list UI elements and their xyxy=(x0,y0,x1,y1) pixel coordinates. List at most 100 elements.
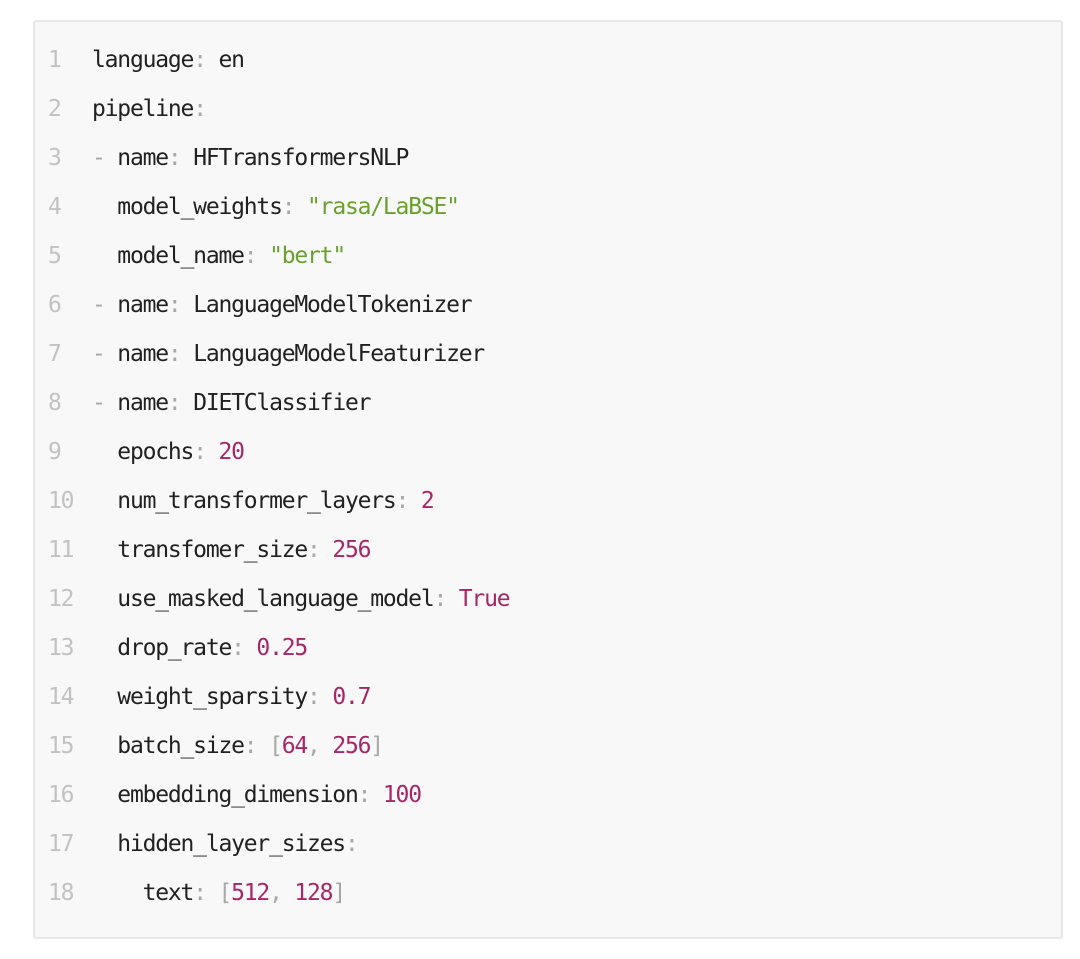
code-token-punct: : xyxy=(167,341,182,367)
code-token-punct: : xyxy=(167,390,182,416)
code-token-punct: [ xyxy=(205,880,232,906)
code-token-number: 20 xyxy=(205,439,245,465)
code-token-punct: : xyxy=(307,537,321,563)
code-token-punct: - xyxy=(92,341,118,367)
line-number: 5 xyxy=(48,243,62,269)
code-token-key: model_name xyxy=(117,243,245,269)
code-token-bool: True xyxy=(446,586,511,612)
code-token-punct: - xyxy=(92,145,118,171)
code-line: 15 batch_size: [64, 256] xyxy=(35,722,1061,771)
code-token-punct: : xyxy=(357,782,372,808)
code-line: 7- name: LanguageModelFeaturizer xyxy=(35,330,1061,379)
code-token-number: 0.25 xyxy=(243,635,308,661)
code-token-number: 2 xyxy=(408,488,435,514)
line-number: 2 xyxy=(48,96,62,122)
code-token-punct: : xyxy=(395,488,410,514)
code-token-punct: : xyxy=(167,292,182,318)
code-token-string: "rasa/LaBSE" xyxy=(294,194,460,220)
code-token-number: 64 xyxy=(281,733,309,759)
code-token-plain xyxy=(92,782,117,808)
line-number: 4 xyxy=(48,194,62,220)
line-number: 9 xyxy=(48,439,62,465)
code-token-punct: - xyxy=(92,292,118,318)
code-token-plain: LanguageModelFeaturizer xyxy=(180,341,485,367)
code-token-punct: : xyxy=(433,586,447,612)
code-line: 18 text: [512, 128] xyxy=(35,869,1061,918)
line-number: 3 xyxy=(48,145,62,171)
code-token-plain xyxy=(92,684,117,710)
line-number: 8 xyxy=(48,390,62,416)
code-token-plain xyxy=(92,880,143,906)
code-token-key: use_masked_language_model xyxy=(117,586,434,612)
code-line: 10 num_transformer_layers: 2 xyxy=(35,477,1061,526)
code-token-number: 256 xyxy=(332,733,371,759)
code-token-key: batch_size xyxy=(117,733,245,759)
code-line: 9 epochs: 20 xyxy=(35,428,1061,477)
code-line: 16 embedding_dimension: 100 xyxy=(35,771,1061,820)
code-line: 4 model_weights: "rasa/LaBSE" xyxy=(35,183,1061,232)
code-token-key: name xyxy=(117,390,169,416)
code-line: 14 weight_sparsity: 0.7 xyxy=(35,673,1061,722)
code-line: 12 use_masked_language_model: True xyxy=(35,575,1061,624)
code-line: 17 hidden_layer_sizes: xyxy=(35,820,1061,869)
code-line: 8- name: DIETClassifier xyxy=(35,379,1061,428)
code-token-number: 100 xyxy=(370,782,422,808)
code-line: 6 - name: LanguageModelTokenizer xyxy=(35,281,1061,330)
code-token-key: model_weights xyxy=(117,194,283,220)
line-number: 10 xyxy=(48,488,74,514)
code-token-key: embedding_dimension xyxy=(117,782,358,808)
line-number: 6 xyxy=(48,292,62,318)
code-token-punct: : xyxy=(231,635,245,661)
code-token-plain xyxy=(92,831,117,857)
code-token-key: hidden_layer_sizes xyxy=(117,831,346,857)
code-token-key: pipeline xyxy=(92,96,194,122)
code-token-punct: : xyxy=(167,145,182,171)
line-number: 17 xyxy=(48,831,74,857)
code-token-plain xyxy=(92,537,117,563)
code-token-key: num_transformer_layers xyxy=(117,488,396,514)
line-number: 14 xyxy=(48,684,74,710)
code-token-key: name xyxy=(117,145,169,171)
code-token-punct: : xyxy=(281,194,296,220)
code-token-number: 0.7 xyxy=(319,684,371,710)
code-token-key: name xyxy=(117,292,169,318)
line-number: 1 xyxy=(48,47,62,73)
code-token-punct: ] xyxy=(332,880,346,906)
code-token-string: "bert" xyxy=(256,243,346,269)
code-token-plain: DIETClassifier xyxy=(180,390,371,416)
code-token-punct: : xyxy=(243,733,258,759)
code-token-plain xyxy=(92,243,117,269)
code-token-key: weight_sparsity xyxy=(117,684,308,710)
code-token-punct: , xyxy=(269,880,295,906)
code-token-punct: , xyxy=(307,733,333,759)
code-token-key: text xyxy=(142,880,195,906)
code-token-punct: : xyxy=(193,880,207,906)
code-token-punct: ] xyxy=(370,733,384,759)
code-line: 11 transfomer_size: 256 xyxy=(35,526,1061,575)
code-token-punct: : xyxy=(307,684,321,710)
code-line: 5 model_name: "bert" xyxy=(35,232,1061,281)
code-token-punct: : xyxy=(193,439,207,465)
code-token-number: 512 xyxy=(231,880,270,906)
line-number: 15 xyxy=(48,733,74,759)
code-token-plain: HFTransformersNLP xyxy=(180,145,409,171)
code-token-key: name xyxy=(117,341,169,367)
code-token-plain: LanguageModelTokenizer xyxy=(180,292,472,318)
line-number: 16 xyxy=(48,782,74,808)
code-token-plain: en xyxy=(205,47,245,73)
code-token-plain xyxy=(92,635,117,661)
code-token-punct: [ xyxy=(256,733,283,759)
line-number: 12 xyxy=(48,586,74,612)
code-token-punct: : xyxy=(344,831,359,857)
code-token-plain xyxy=(92,439,117,465)
line-number: 11 xyxy=(48,537,74,563)
code-token-number: 128 xyxy=(294,880,333,906)
code-token-plain xyxy=(92,194,117,220)
line-number: 18 xyxy=(48,880,74,906)
code-token-key: epochs xyxy=(117,439,194,465)
line-number: 13 xyxy=(48,635,74,661)
code-token-punct: : xyxy=(193,96,207,122)
code-token-plain xyxy=(92,488,117,514)
code-token-number: 256 xyxy=(319,537,371,563)
